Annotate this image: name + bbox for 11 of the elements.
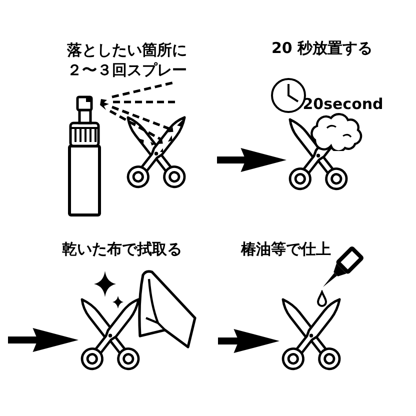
arrow — [217, 148, 287, 172]
duration-label: 20second — [302, 94, 384, 114]
scissors-icon — [124, 115, 188, 190]
arrow — [218, 329, 280, 353]
scissors-icon — [280, 297, 342, 372]
step-caption: 椿油等で仕上 — [241, 239, 331, 259]
step-caption: 乾いた布で拭取る — [62, 239, 182, 259]
arrow — [8, 328, 79, 352]
scissors-icon — [78, 297, 142, 372]
step-caption: 20 秒放置する — [271, 38, 373, 58]
step-caption: 落としたい箇所に２〜３回スプレー — [66, 40, 188, 80]
